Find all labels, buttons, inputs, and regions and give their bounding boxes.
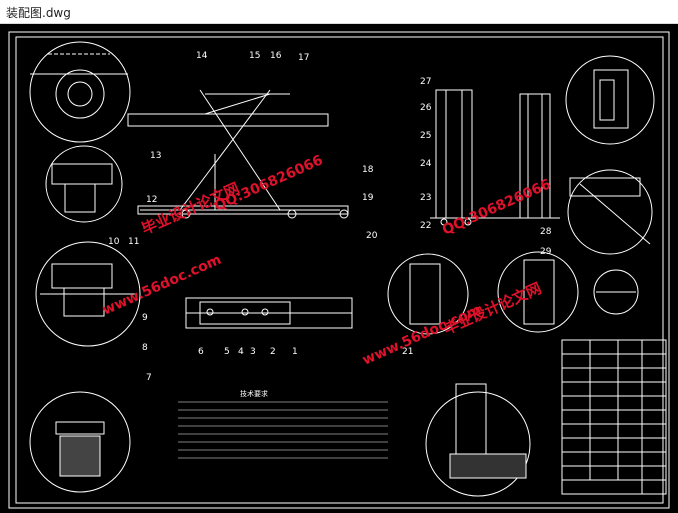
callout-27: 27	[420, 77, 431, 87]
callout-21: 21	[402, 347, 413, 357]
detail-circle-center	[387, 253, 469, 335]
detail-circle-left-1	[45, 145, 123, 223]
callout-13: 13	[150, 151, 161, 161]
bottom-label-3: 3	[250, 347, 256, 357]
bottom-label-4: 4	[238, 347, 244, 357]
callout-25: 25	[420, 131, 431, 141]
callout-29: 29	[540, 247, 552, 257]
callout-26: 26	[420, 103, 432, 113]
plan-view	[185, 297, 353, 329]
detail-circle-top-left	[29, 41, 131, 143]
callout-28: 28	[540, 227, 552, 237]
detail-circle-right-top	[565, 55, 655, 145]
callout-22: 22	[420, 221, 431, 231]
callout-9: 9	[142, 313, 148, 323]
outer-frame	[8, 31, 670, 509]
detail-circle-bottom-left	[29, 391, 131, 493]
callout-11: 11	[128, 237, 139, 247]
bottom-label-6: 6	[198, 347, 204, 357]
bottom-label-1: 1	[292, 347, 298, 357]
parts-list-table	[561, 339, 667, 495]
callout-12: 12	[146, 195, 157, 205]
callout-23: 23	[420, 193, 431, 203]
callout-10: 10	[108, 237, 120, 247]
window-title: 装配图.dwg	[6, 6, 71, 20]
main-elevation-view	[127, 89, 349, 219]
bottom-label-5: 5	[224, 347, 230, 357]
callout-20: 20	[366, 231, 378, 241]
callout-15: 15	[249, 51, 260, 61]
inner-frame	[15, 36, 664, 504]
callout-24: 24	[420, 159, 432, 169]
window-titlebar: 装配图.dwg	[0, 0, 678, 24]
callout-17: 17	[298, 53, 309, 63]
callout-18: 18	[362, 165, 374, 175]
detail-circle-bottom-right	[425, 383, 531, 497]
detail-circle-center-right	[497, 251, 579, 333]
bottom-label-2: 2	[270, 347, 276, 357]
detail-circle-right-mid	[567, 169, 653, 255]
detail-circle-left-2	[35, 241, 141, 347]
detail-circle-right-small	[593, 269, 639, 315]
side-view	[430, 89, 560, 226]
callout-8: 8	[142, 343, 148, 353]
callout-16: 16	[270, 51, 282, 61]
callout-labels: 14 15 16 17 13 18 12 19 10 11 9 8 7 27 2…	[108, 51, 552, 398]
cad-drawing: 14 15 16 17 13 18 12 19 10 11 9 8 7 27 2…	[8, 31, 670, 509]
technical-notes	[178, 401, 388, 459]
cad-drawing-canvas[interactable]: 14 15 16 17 13 18 12 19 10 11 9 8 7 27 2…	[0, 24, 678, 513]
callout-14: 14	[196, 51, 208, 61]
callout-7: 7	[146, 373, 152, 383]
callout-19: 19	[362, 193, 374, 203]
notes-title: 技术要求	[240, 389, 268, 398]
